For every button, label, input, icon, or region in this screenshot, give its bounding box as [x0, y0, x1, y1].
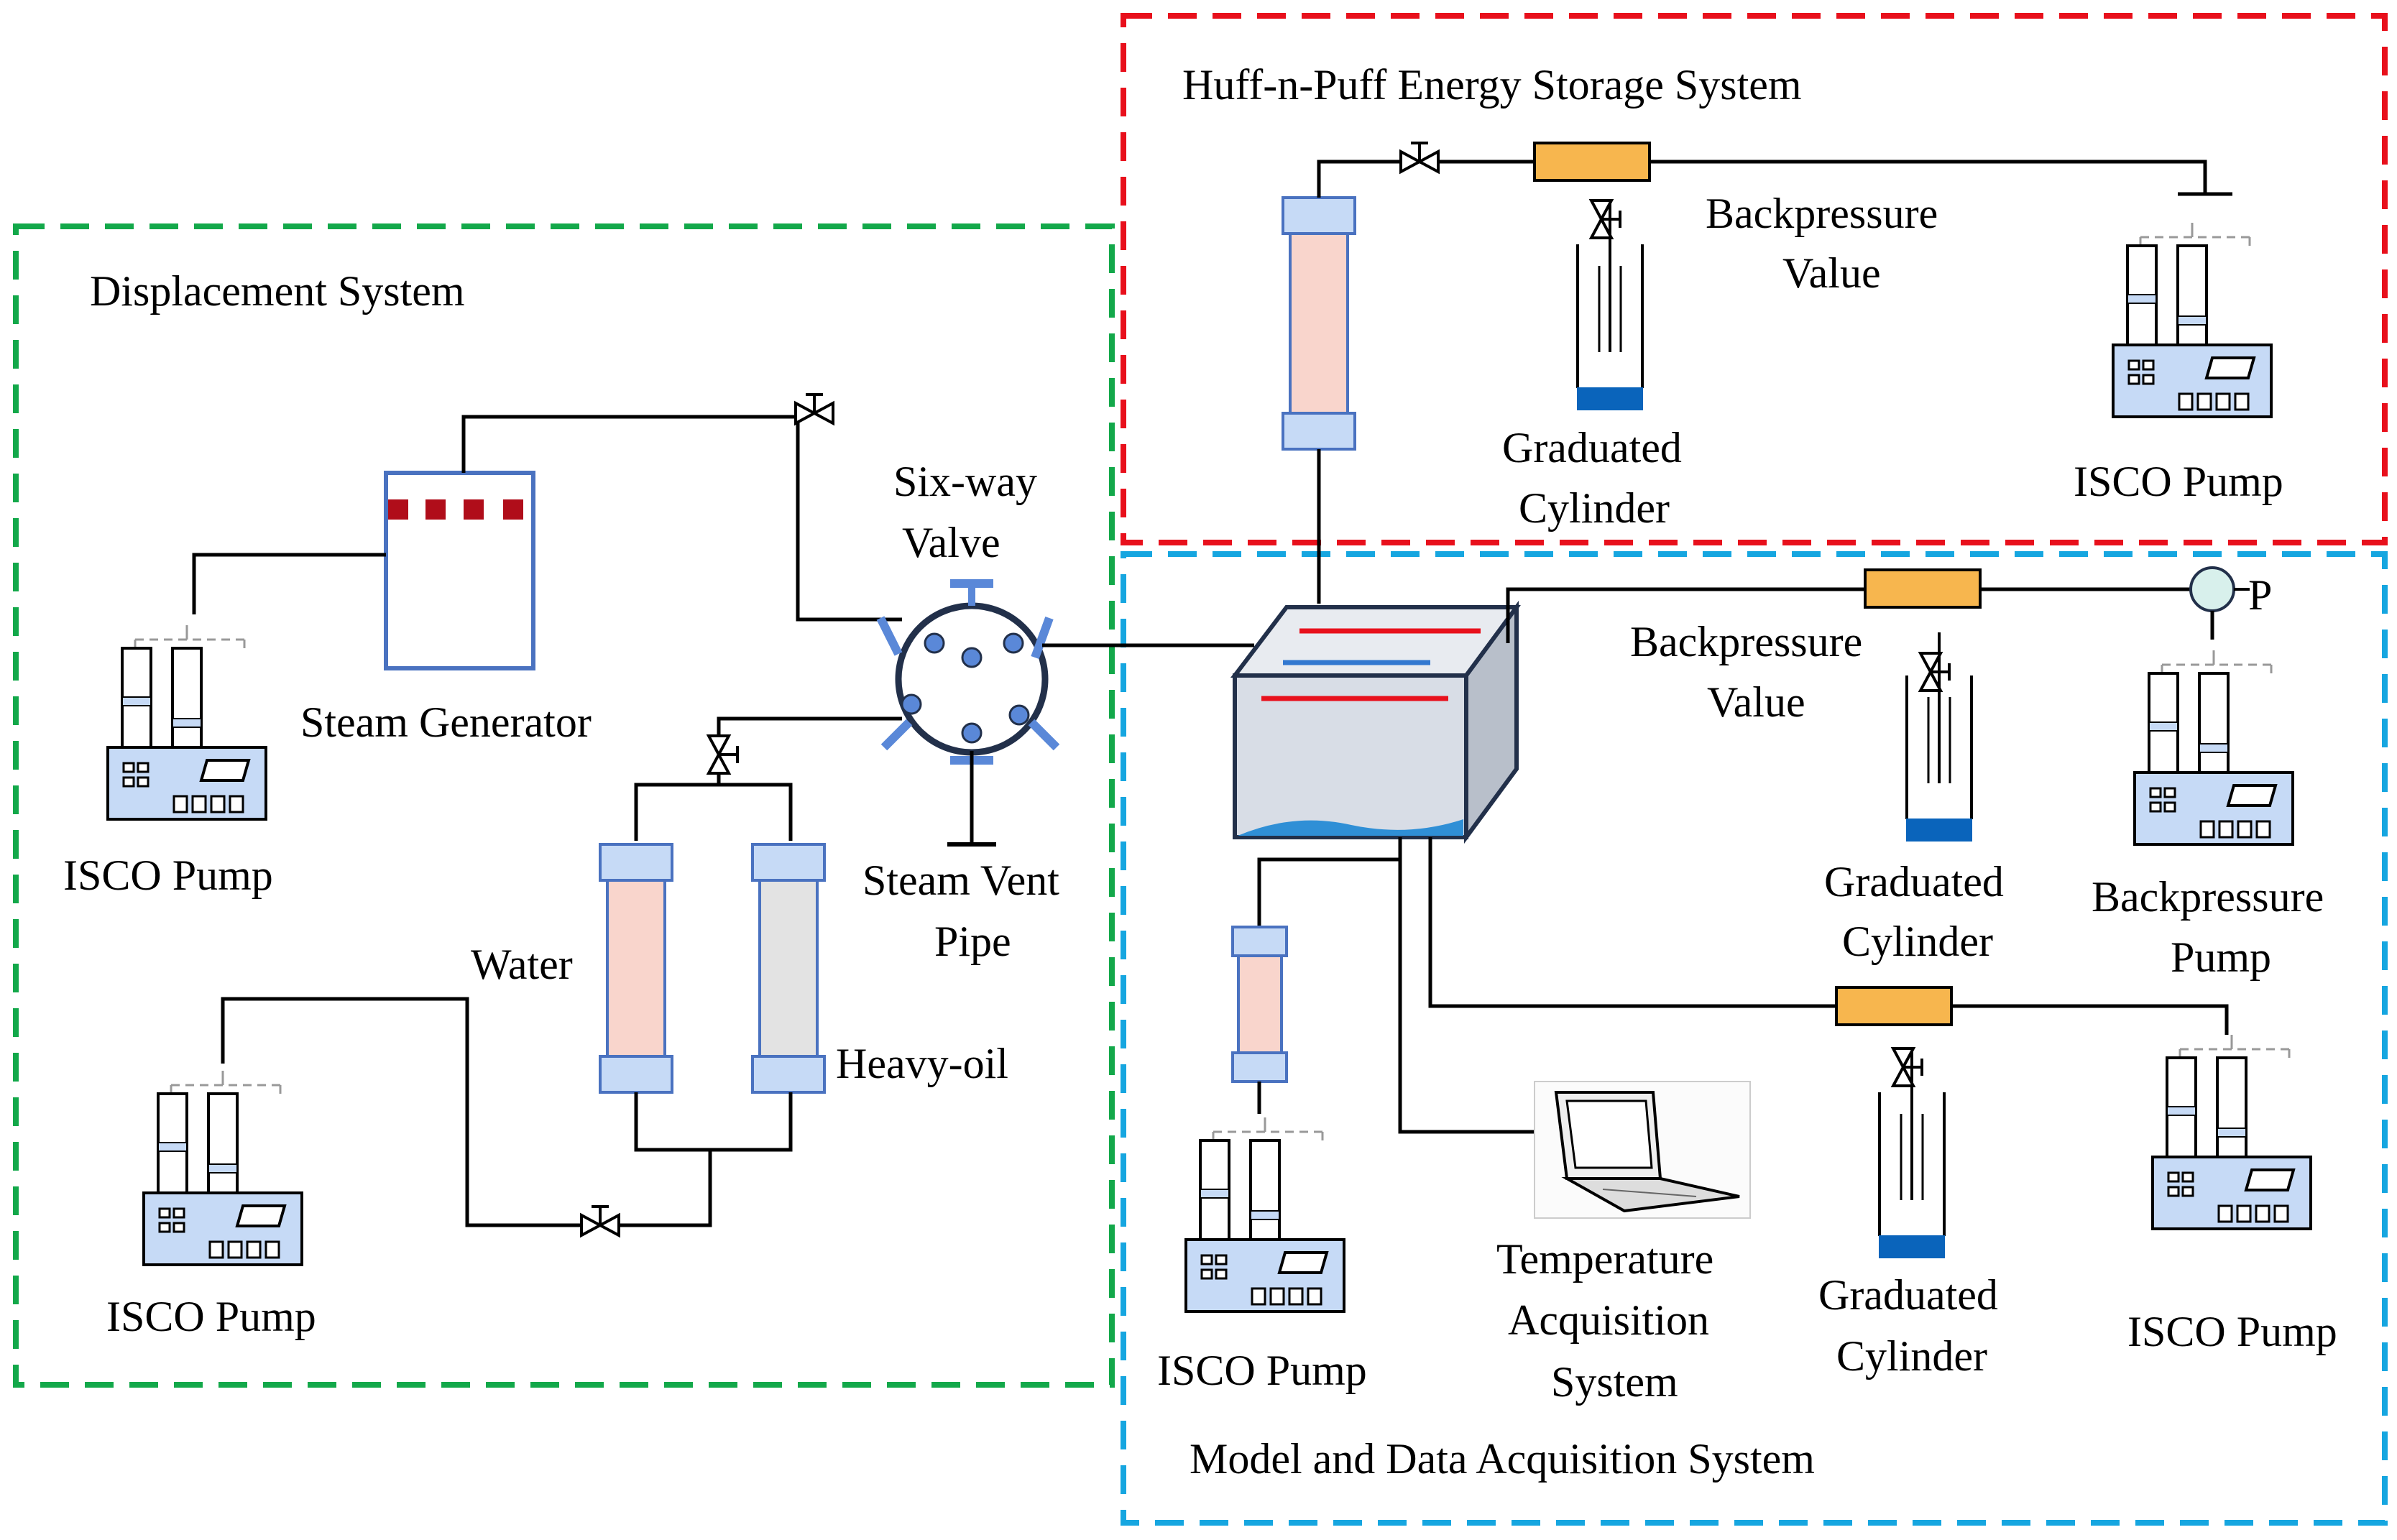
temperature-label-1: Temperature: [1496, 1235, 1713, 1283]
model-graduated-top-label-1: Graduated: [1824, 858, 2004, 905]
huff-backpressure-valve: [1533, 142, 1651, 182]
model-acquisition-system-title: Model and Data Acquisition System: [1190, 1435, 1815, 1483]
six-way-valve-label-2: Valve: [902, 519, 1000, 566]
isco-pump-displacement-label: ISCO Pump: [106, 1293, 316, 1340]
model-injection-column: [1231, 926, 1288, 1083]
isco-pump-huff-label: ISCO Pump: [2074, 458, 2283, 505]
model-graduated-bottom-label-2: Cylinder: [1836, 1332, 1987, 1380]
model-backpressure-label-1: Backpressure: [1630, 618, 1862, 665]
displacement-system-boundary: [13, 223, 1115, 1388]
displacement-pump-line: [221, 997, 712, 1227]
displacement-pump-valve-icon: [580, 1205, 620, 1237]
columns-inlet-valve-icon: [707, 734, 739, 775]
columns-bottom-manifold: [634, 1092, 793, 1152]
lower-backpressure-valve: [1835, 986, 1953, 1026]
pressure-gauge-label: P: [2248, 571, 2272, 619]
lower-bpv-to-pump-line: [1951, 1004, 2229, 1035]
model-to-backpressure-line: [1506, 587, 1865, 643]
physical-model-box: [1230, 600, 1521, 844]
huff-graduated-label-1: Graduated: [1502, 424, 1682, 471]
backpressure-pump-label-1: Backpressure: [2092, 873, 2324, 921]
isco-pump-displacement-icon: [142, 1069, 303, 1266]
valve-to-columns-line: [717, 716, 902, 783]
huff-column-top-line: [1317, 160, 1535, 198]
steam-generator-label: Steam Generator: [300, 698, 592, 746]
model-cylinder-top-valve-icon: [1919, 652, 1951, 692]
backpressure-pump-label-2: Pump: [2171, 933, 2271, 981]
steam-vent-pipe-label-2: Pipe: [934, 918, 1011, 965]
temperature-label-2: Acquisition: [1508, 1296, 1709, 1344]
model-to-lower-bpv-line: [1428, 837, 1836, 1008]
displacement-system-title: Displacement System: [90, 267, 465, 315]
huff-inlet-valve-icon: [1399, 142, 1440, 173]
isco-pump-steam-label: ISCO Pump: [63, 852, 273, 899]
model-to-temperature-line: [1398, 837, 1535, 1134]
steam-pump-line: [192, 553, 386, 614]
huff-n-puff-system-boundary: [1121, 13, 2388, 545]
heavy-oil-column: [751, 843, 826, 1094]
backpressure-pump-icon: [2133, 649, 2294, 846]
model-acquisition-system-boundary: [1121, 551, 2388, 1526]
huff-graduated-label-2: Cylinder: [1519, 484, 1670, 532]
huff-backpressure-label-2: Value: [1782, 249, 1881, 297]
model-graduated-bottom-label-1: Graduated: [1818, 1271, 1998, 1319]
pressure-gauge: [2189, 566, 2250, 612]
temperature-label-3: System: [1551, 1358, 1678, 1406]
huff-n-puff-system-title: Huff-n-Puff Energy Storage System: [1182, 61, 1802, 109]
model-graduated-cylinder-top-icon: [1905, 631, 1973, 842]
steam-vent-pipe-label-1: Steam Vent: [862, 857, 1059, 904]
huff-n-puff-column: [1282, 196, 1356, 451]
six-way-valve: [876, 579, 1060, 765]
model-graduated-top-label-2: Cylinder: [1842, 918, 1993, 965]
isco-pump-steam-icon: [106, 624, 267, 821]
huff-bpv-to-pump-line: [1650, 160, 2207, 194]
model-backpressure-valve: [1864, 568, 1982, 609]
water-label: Water: [471, 941, 573, 988]
water-column: [599, 843, 673, 1094]
isco-pump-model-left-icon: [1184, 1116, 1345, 1313]
isco-pump-huff-icon: [2112, 221, 2273, 418]
huff-backpressure-label-1: Backpressure: [1706, 190, 1938, 237]
steam-generator: [384, 471, 535, 670]
model-backpressure-label-2: Value: [1707, 678, 1805, 726]
model-cylinder-bottom-valve-icon: [1892, 1047, 1923, 1087]
isco-pump-model-right-label: ISCO Pump: [2127, 1308, 2337, 1355]
model-to-lower-column-line: [1257, 837, 1402, 927]
isco-pump-model-left-label: ISCO Pump: [1157, 1347, 1367, 1394]
huff-cylinder-valve-icon: [1590, 199, 1621, 239]
steam-line-valve-icon: [794, 393, 834, 425]
isco-pump-model-right-icon: [2151, 1033, 2312, 1230]
columns-top-manifold: [634, 783, 793, 841]
heavy-oil-label: Heavy-oil: [836, 1040, 1008, 1087]
laptop-icon: [1534, 1081, 1751, 1219]
six-way-valve-label-1: Six-way: [893, 458, 1037, 505]
